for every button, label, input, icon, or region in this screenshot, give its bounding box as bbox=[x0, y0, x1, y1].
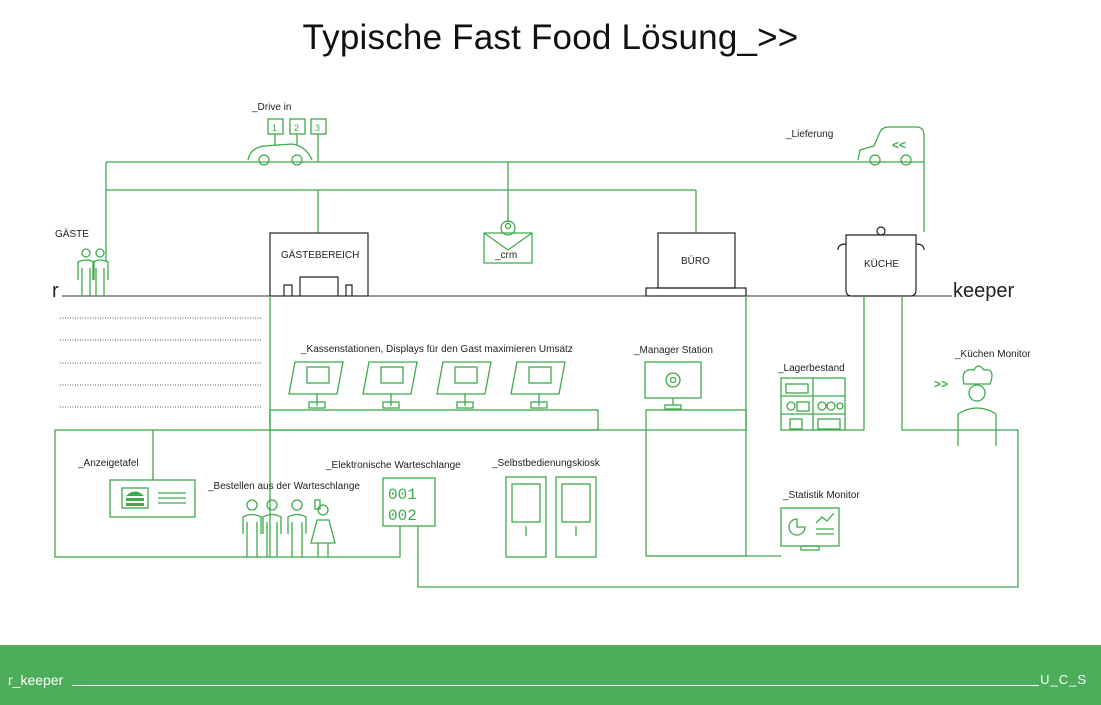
crm-envelope-icon bbox=[483, 232, 533, 264]
inventory-label: _Lagerbestand bbox=[777, 363, 845, 374]
brand-left: r bbox=[52, 280, 59, 302]
inventory: _Lagerbestand bbox=[777, 363, 846, 431]
footer-brand-left: r_keeper bbox=[8, 672, 64, 688]
electronic-queue-label: _Elektronische Warteschlange bbox=[325, 460, 461, 471]
office-label: BÜRO bbox=[681, 255, 710, 267]
pos-label: _Kassenstationen, Displays für den Gast … bbox=[300, 344, 573, 355]
pos-terminal-icon bbox=[436, 361, 492, 409]
drive-lane-3: 3 bbox=[315, 123, 320, 133]
electronic-queue: _Elektronische Warteschlange 001 002 bbox=[325, 460, 461, 527]
chef-icon bbox=[957, 365, 997, 446]
guest-area-label: GÄSTEBEREICH bbox=[281, 249, 359, 261]
queue-number-1: 001 bbox=[388, 486, 417, 504]
guests: GÄSTE bbox=[55, 228, 109, 296]
queue-people-icon bbox=[242, 499, 336, 557]
crm: _crm bbox=[483, 220, 533, 264]
self-service-kiosk: _Selbstbedienungskiosk bbox=[491, 458, 601, 558]
dotted-lines bbox=[60, 317, 262, 408]
guests-label: GÄSTE bbox=[55, 228, 89, 240]
display-board: _Anzeigetafel bbox=[77, 458, 196, 518]
delivery-arrow: << bbox=[892, 138, 906, 152]
drive-in: _Drive in 1 2 3 bbox=[247, 102, 327, 166]
queue-ordering-label: _Bestellen aus der Warteschlange bbox=[207, 481, 360, 492]
counter-area: _Kassenstationen, Displays für den Gast … bbox=[269, 296, 747, 431]
network-lines bbox=[105, 148, 925, 262]
delivery-van-icon bbox=[857, 126, 925, 161]
chef-arrow: >> bbox=[934, 377, 948, 391]
pos-terminal-icon bbox=[510, 361, 566, 409]
burger-icon bbox=[126, 491, 144, 506]
statistics-monitor: _Statistik Monitor bbox=[780, 490, 860, 551]
statistics-label: _Statistik Monitor bbox=[782, 490, 860, 501]
car-icon bbox=[247, 143, 313, 161]
pos-terminal-icon bbox=[362, 361, 418, 409]
manager-station-label: _Manager Station bbox=[633, 345, 713, 356]
display-board-label: _Anzeigetafel bbox=[77, 458, 139, 469]
kitchen-monitor: _Küchen Monitor >> bbox=[934, 349, 1031, 446]
drive-in-label: _Drive in bbox=[251, 102, 291, 113]
queue-number-2: 002 bbox=[388, 507, 417, 525]
people-icon bbox=[77, 248, 109, 296]
delivery: _Lieferung << bbox=[785, 126, 925, 166]
crm-label: _crm bbox=[494, 250, 517, 261]
kitchen-monitor-label: _Küchen Monitor bbox=[954, 349, 1031, 360]
page-title: Typische Fast Food Lösung_>> bbox=[302, 18, 799, 57]
drive-lane-1: 1 bbox=[272, 123, 277, 133]
footer-brand-right: U_C_S bbox=[1040, 672, 1087, 687]
brand-right: keeper bbox=[953, 280, 1014, 302]
office: BÜRO bbox=[645, 232, 747, 297]
restaurant-system-diagram: r keeper _Drive in 1 2 3 _Lieferung << G… bbox=[52, 102, 1031, 588]
drive-lane-2: 2 bbox=[294, 123, 299, 133]
manager-monitor-icon bbox=[644, 361, 702, 410]
chart-monitor-icon bbox=[780, 507, 840, 551]
kiosk-label: _Selbstbedienungskiosk bbox=[491, 458, 601, 469]
footer: r_keeper U_C_S bbox=[0, 645, 1101, 705]
shelf-icon bbox=[780, 377, 846, 431]
kitchen-label: KÜCHE bbox=[864, 258, 899, 270]
queue-ordering: _Bestellen aus der Warteschlange bbox=[207, 481, 360, 557]
kitchen: KÜCHE bbox=[837, 226, 925, 297]
guest-area: GÄSTEBEREICH bbox=[269, 232, 369, 297]
pos-terminal-icon bbox=[288, 361, 344, 409]
delivery-label: _Lieferung bbox=[785, 129, 833, 140]
lower-lines bbox=[54, 296, 1019, 588]
kiosk-icon bbox=[505, 476, 597, 558]
footer-divider bbox=[72, 685, 1039, 686]
pot-icon bbox=[845, 234, 917, 297]
